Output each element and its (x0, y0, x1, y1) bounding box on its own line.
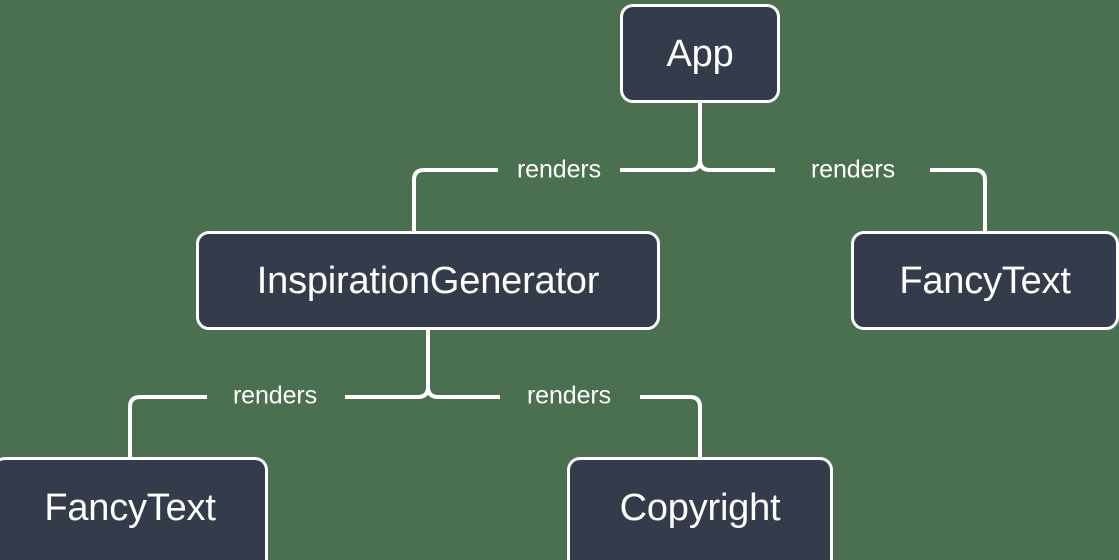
edge-label-app-to-fancytext: renders (810, 155, 896, 184)
node-copyright-label: Copyright (619, 487, 781, 529)
edge-label-inspiration-to-copyright: renders (526, 381, 612, 410)
node-fancy-text-right-label: FancyText (899, 259, 1071, 302)
node-fancy-text-bottom[interactable]: FancyText (0, 457, 268, 560)
node-fancy-text-bottom-label: FancyText (44, 487, 216, 529)
edge-label-inspiration-to-fancytext: renders (232, 381, 318, 410)
node-inspiration-generator[interactable]: InspirationGenerator (196, 231, 660, 330)
edge-label-app-to-inspiration: renders (516, 155, 602, 184)
node-inspiration-generator-label: InspirationGenerator (256, 259, 600, 302)
edge-app-to-fancytext-right (698, 159, 987, 232)
node-fancy-text-right[interactable]: FancyText (851, 231, 1119, 330)
node-app-label: App (666, 32, 734, 75)
edge-inspiration-to-copyright (426, 386, 702, 458)
node-copyright[interactable]: Copyright (567, 457, 833, 560)
node-app[interactable]: App (620, 4, 780, 103)
